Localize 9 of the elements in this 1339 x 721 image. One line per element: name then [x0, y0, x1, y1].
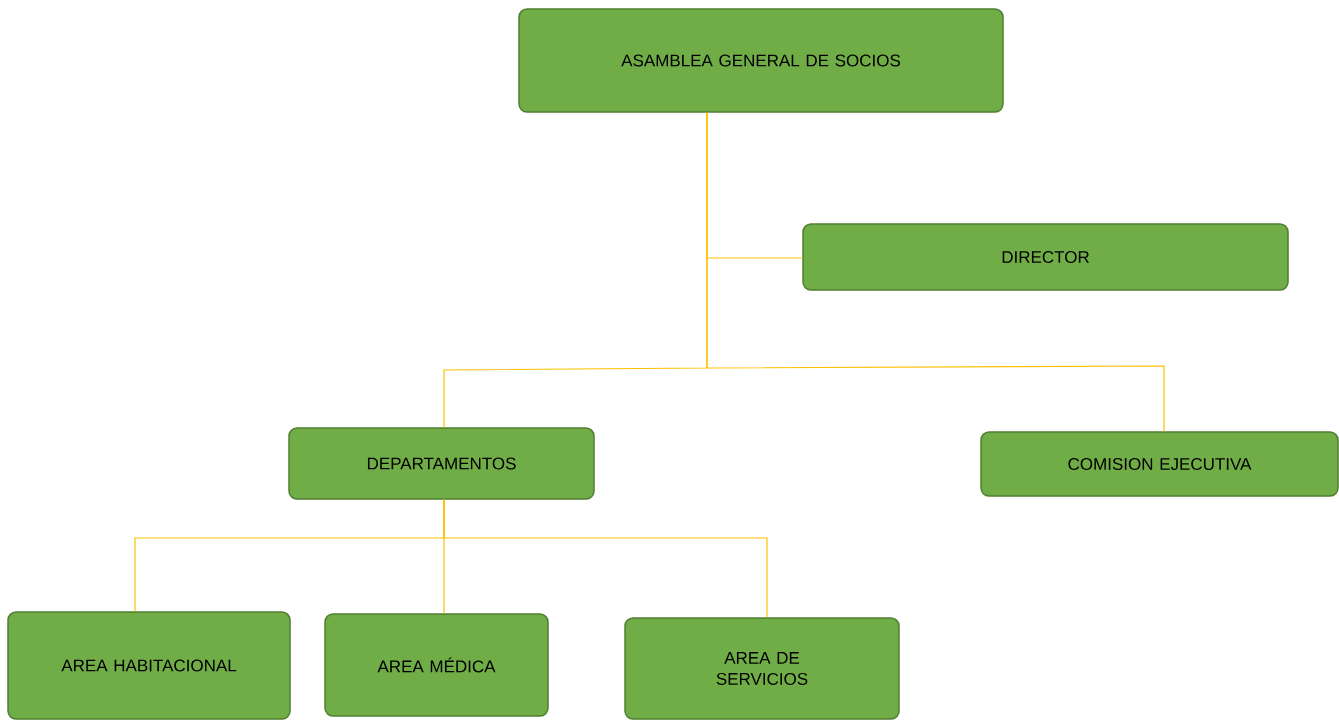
org-box: AREA HABITACIONAL	[7, 611, 291, 720]
connector-line	[443, 499, 768, 618]
org-box: DEPARTAMENTOS	[288, 427, 595, 500]
org-box: AREA DE SERVICIOS	[624, 617, 900, 720]
org-box: DIRECTOR	[802, 223, 1289, 291]
org-box: ASAMBLEA GENERAL DE SOCIOS	[518, 8, 1004, 113]
org-box: AREA MÉDICA	[324, 613, 549, 717]
org-box: COMISION EJECUTIVA	[980, 431, 1339, 497]
connector-line	[706, 112, 1165, 432]
